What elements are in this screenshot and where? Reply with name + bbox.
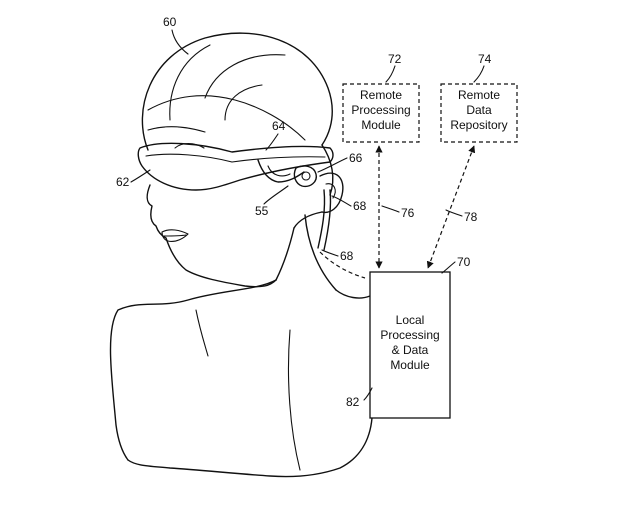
remote-data-line-2: Data <box>466 103 492 117</box>
wire-lead <box>317 189 366 279</box>
remote-data-repository-box: Remote Data Repository <box>440 83 518 143</box>
local-module-line-1: Local <box>396 313 425 327</box>
remote-data-line-1: Remote <box>458 88 500 102</box>
ref-64: 64 <box>272 119 286 133</box>
local-module-line-4: Module <box>390 358 430 372</box>
remote-processing-line-1: Remote <box>360 88 402 102</box>
local-module-line-3: & Data <box>392 343 429 357</box>
ref-82: 82 <box>346 395 360 409</box>
local-module-line-2: Processing <box>380 328 439 342</box>
ref-66: 66 <box>349 151 363 165</box>
ref-62: 62 <box>116 175 130 189</box>
ref-78: 78 <box>464 210 478 224</box>
communication-links <box>375 145 476 269</box>
ref-72: 72 <box>388 52 402 66</box>
ref-70: 70 <box>457 255 471 269</box>
ref-76: 76 <box>401 206 415 220</box>
ref-68-upper: 68 <box>353 199 367 213</box>
remote-processing-module-box: Remote Processing Module <box>342 83 420 143</box>
local-processing-data-module-box: Local Processing & Data Module <box>369 271 451 419</box>
eyewear-frame <box>137 142 334 191</box>
torso-outline <box>109 279 373 478</box>
remote-processing-line-3: Module <box>361 118 401 132</box>
ref-55: 55 <box>255 204 269 218</box>
ref-68-lower: 68 <box>340 249 354 263</box>
link-remote-data <box>426 145 476 269</box>
remote-data-line-3: Repository <box>450 118 507 132</box>
ref-60: 60 <box>163 15 177 29</box>
head-outline <box>141 32 344 291</box>
ref-74: 74 <box>478 52 492 66</box>
remote-processing-line-2: Processing <box>351 103 410 117</box>
reference-numerals: 60 64 62 66 68 55 68 72 74 70 76 78 82 <box>116 15 492 409</box>
